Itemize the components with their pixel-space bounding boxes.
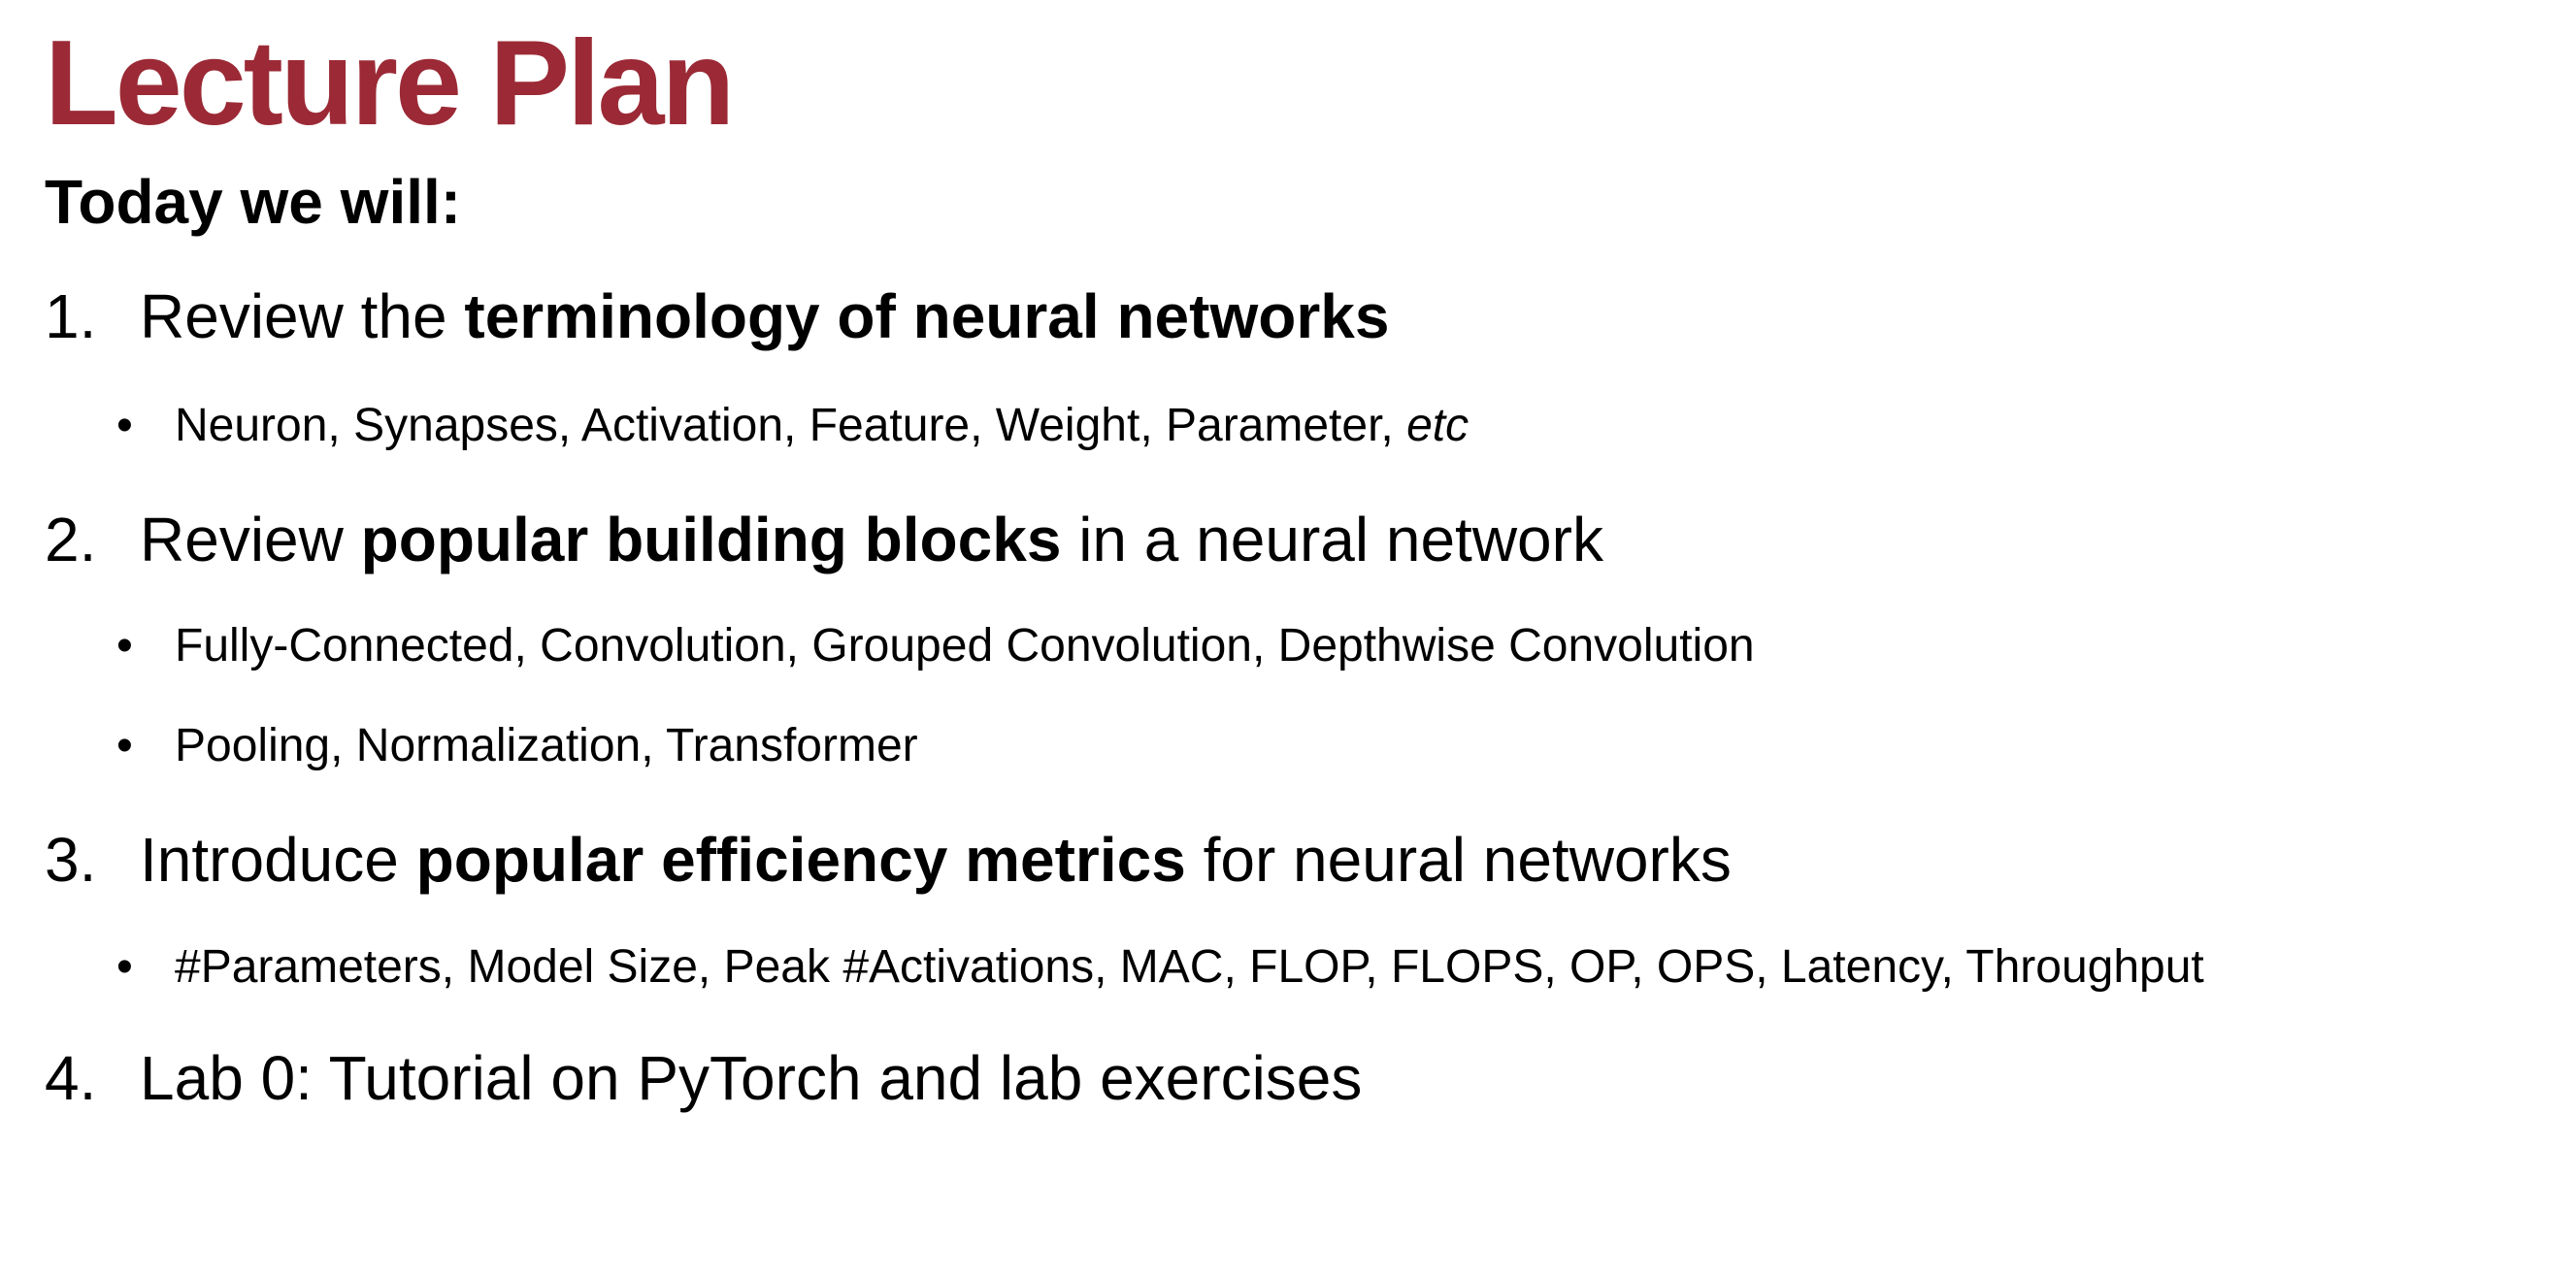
list-text: Review the [140,281,465,351]
sub-item-text: Neuron, Synapses, Activation, Feature, W… [175,400,1407,451]
bullet-icon: • [116,941,133,993]
sub-item-text-italic: etc [1406,400,1470,451]
list-item-2: 2. Review popular building blocks in a ne… [45,503,1603,577]
list-text: Introduce [140,825,416,895]
list-text: for neural networks [1185,825,1732,895]
list-number: 1. [45,281,97,351]
sub-item: • Fully-Connected, Convolution, Grouped C… [116,618,1755,674]
list-text-bold: popular building blocks [360,505,1062,574]
list-text-bold: popular efficiency metrics [415,825,1186,895]
list-text: in a neural network [1061,505,1603,574]
bullet-icon: • [116,620,133,671]
bullet-icon: • [116,720,133,771]
list-item-3: 3. Introduce popular efficiency metrics f… [45,823,1732,898]
sub-item: • Neuron, Synapses, Activation, Feature, … [116,398,1469,454]
list-text: Review [140,505,361,574]
list-item-1: 1. Review the terminology of neural netwo… [45,279,1389,354]
sub-item-text: Pooling, Normalization, Transformer [175,720,918,771]
list-number: 3. [45,825,97,895]
sub-item: • Pooling, Normalization, Transformer [116,718,918,774]
bullet-icon: • [116,400,133,451]
list-text: Lab 0: Tutorial on PyTorch and lab exerc… [140,1043,1363,1113]
intro-heading: Today we will: [45,167,462,237]
list-item-4: 4. Lab 0: Tutorial on PyTorch and lab exe… [45,1041,1362,1116]
list-number: 4. [45,1043,97,1113]
list-text-bold: terminology of neural networks [464,281,1390,351]
sub-item-text: #Parameters, Model Size, Peak #Activatio… [175,941,2204,993]
list-number: 2. [45,505,97,574]
slide-title: Lecture Plan [45,16,735,150]
sub-item: • #Parameters, Model Size, Peak #Activati… [116,939,2204,996]
sub-item-text: Fully-Connected, Convolution, Grouped Co… [175,620,1755,671]
